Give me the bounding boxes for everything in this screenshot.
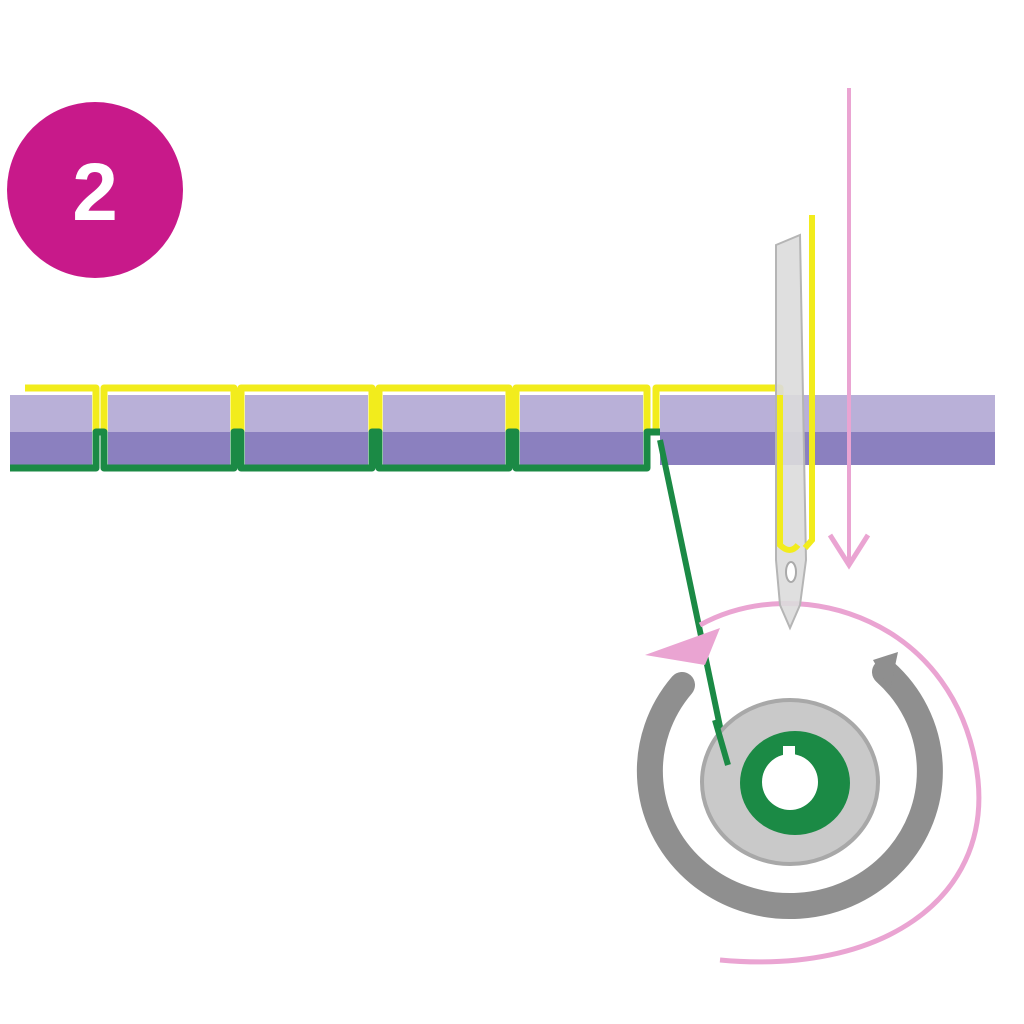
fabric-top-layer [383,395,505,432]
step-number: 2 [72,147,118,238]
bobbin-thread-end [712,719,731,766]
bobbin-thread-line [657,439,731,766]
fabric [10,384,995,472]
rotary-hook-icon [636,652,943,919]
step-badge: 2 [7,102,183,278]
downward-arrow-icon [827,88,871,570]
sewing-needle-icon [775,233,808,631]
upper-thread-needle [802,215,815,550]
fabric-bottom-layer [108,432,230,465]
fabric-top-layer [10,395,92,432]
fabric-bottom-layer [10,432,92,465]
rotation-arrow-icon [645,601,982,965]
fabric-top-layer [660,395,995,432]
bobbin-thread [10,428,660,472]
fabric-bottom-layer [660,432,995,465]
step-badge-circle [7,102,183,278]
fabric-bottom-layer [383,432,505,465]
fabric-bottom-layer [245,432,368,465]
fabric-top-layer [520,395,643,432]
fabric-top-layer [108,395,230,432]
fabric-bottom-layer [520,432,643,465]
bobbin-icon [700,698,880,866]
upper-thread-eye [777,395,801,553]
fabric-top-layer [245,395,368,432]
